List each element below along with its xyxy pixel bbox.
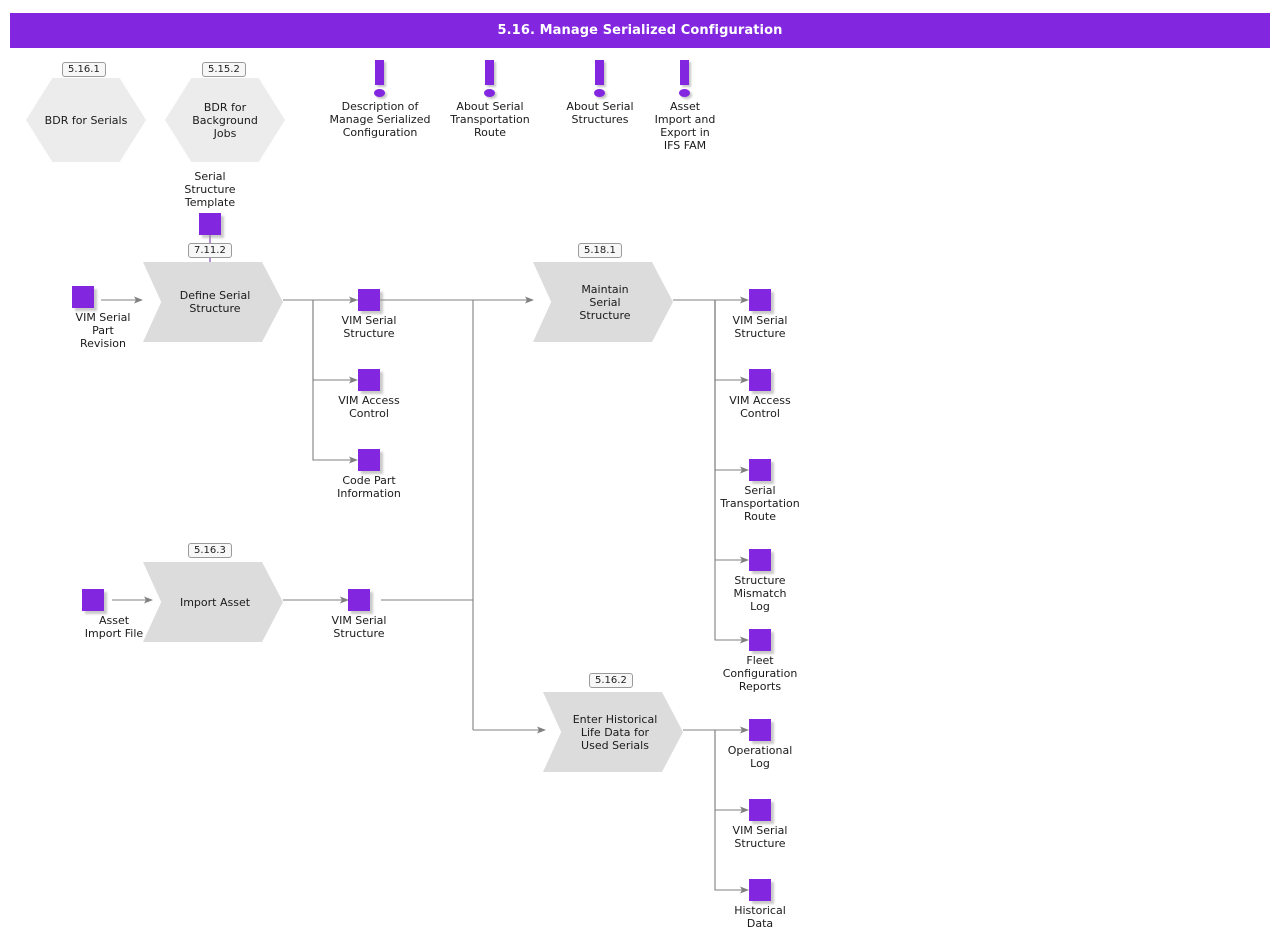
info-label: Description of Manage Serialized Configu… xyxy=(329,100,431,139)
data-object-historical-out-operational-log[interactable]: Operational Log xyxy=(705,719,815,770)
data-object-maintain-out-serial-transportation-route[interactable]: Serial Transportation Route xyxy=(705,459,815,523)
data-object-square xyxy=(82,589,104,611)
info-node-transport-route[interactable]: About Serial Transportation Route xyxy=(430,60,550,139)
chevron-shape: Maintain Serial Structure xyxy=(533,262,673,342)
data-object-square xyxy=(749,369,771,391)
data-object-square xyxy=(358,289,380,311)
data-object-square xyxy=(72,286,94,308)
data-object-historical-out-historical-data[interactable]: Historical Data xyxy=(705,879,815,930)
bdr-node-background-jobs[interactable]: BDR for Background Jobs xyxy=(165,78,285,162)
data-object-label: Code Part Information xyxy=(337,474,401,500)
data-object-label: VIM Serial Part Revision xyxy=(75,311,131,350)
data-object-maintain-out-vim-access-control[interactable]: VIM Access Control xyxy=(705,369,815,420)
data-object-label: VIM Access Control xyxy=(729,394,791,420)
chevron-shape: Define Serial Structure xyxy=(143,262,283,342)
exclamation-icon xyxy=(374,60,386,98)
data-object-label: Asset Import File xyxy=(84,614,144,640)
code-chip-5-18-1[interactable]: 5.18.1 xyxy=(578,243,622,258)
exclamation-icon xyxy=(594,60,606,98)
data-object-label: VIM Serial Structure xyxy=(732,824,788,850)
info-label: Asset Import and Export in IFS FAM xyxy=(654,100,716,152)
data-object-label: Structure Mismatch Log xyxy=(733,574,787,613)
info-label: About Serial Structures xyxy=(566,100,634,126)
bdr-node-serials[interactable]: BDR for Serials xyxy=(26,78,146,162)
data-object-maintain-out-vim-serial-structure[interactable]: VIM Serial Structure xyxy=(705,289,815,340)
hexagon-shape: BDR for Background Jobs xyxy=(165,78,285,162)
bdr-label: BDR for Serials xyxy=(44,113,128,127)
exclamation-dot xyxy=(679,89,690,97)
data-object-label: Serial Transportation Route xyxy=(720,484,800,523)
data-object-maintain-out-structure-mismatch-log[interactable]: Structure Mismatch Log xyxy=(705,549,815,613)
bdr-label: BDR for Background Jobs xyxy=(192,100,258,140)
code-chip-5-16-3[interactable]: 5.16.3 xyxy=(188,543,232,558)
data-object-label: Historical Data xyxy=(734,904,786,930)
code-chip-5-15-2[interactable]: 5.15.2 xyxy=(202,62,246,77)
exclamation-icon xyxy=(484,60,496,98)
info-label: About Serial Transportation Route xyxy=(450,100,530,139)
process-define-serial-structure[interactable]: Define Serial Structure xyxy=(143,262,283,342)
data-object-asset-import-file[interactable]: Asset Import File xyxy=(79,589,149,640)
data-object-label: VIM Serial Structure xyxy=(341,314,397,340)
chevron-shape: Import Asset xyxy=(143,562,283,642)
info-node-description[interactable]: Description of Manage Serialized Configu… xyxy=(320,60,440,139)
exclamation-dot xyxy=(594,89,605,97)
code-chip-5-16-2[interactable]: 5.16.2 xyxy=(589,673,633,688)
data-object-square xyxy=(358,449,380,471)
process-label: Import Asset xyxy=(179,595,251,609)
data-object-square xyxy=(749,549,771,571)
page-title: 5.16. Manage Serialized Configuration xyxy=(497,23,783,38)
data-object-square xyxy=(199,213,221,235)
data-object-square xyxy=(749,289,771,311)
process-label: Define Serial Structure xyxy=(179,289,251,315)
code-chip-5-16-1[interactable]: 5.16.1 xyxy=(62,62,106,77)
exclamation-bar xyxy=(485,60,494,85)
data-object-square xyxy=(348,589,370,611)
data-object-historical-out-vim-serial-structure[interactable]: VIM Serial Structure xyxy=(705,799,815,850)
exclamation-bar xyxy=(680,60,689,85)
hexagon-shape: BDR for Serials xyxy=(26,78,146,162)
data-object-label: Serial Structure Template xyxy=(184,170,236,209)
data-object-label: VIM Access Control xyxy=(338,394,400,420)
exclamation-bar xyxy=(375,60,384,85)
data-object-label: Fleet Configuration Reports xyxy=(722,654,798,693)
data-object-maintain-out-fleet-configuration-reports[interactable]: Fleet Configuration Reports xyxy=(705,629,815,693)
data-object-label: VIM Serial Structure xyxy=(732,314,788,340)
data-object-define-out-vim-serial-structure[interactable]: VIM Serial Structure xyxy=(314,289,424,340)
process-enter-historical-life-data[interactable]: Enter Historical Life Data for Used Seri… xyxy=(543,692,683,772)
process-import-asset[interactable]: Import Asset xyxy=(143,562,283,642)
process-maintain-serial-structure[interactable]: Maintain Serial Structure xyxy=(533,262,673,342)
exclamation-bar xyxy=(595,60,604,85)
chevron-shape: Enter Historical Life Data for Used Seri… xyxy=(543,692,683,772)
data-object-square xyxy=(749,799,771,821)
data-object-define-out-code-part-information[interactable]: Code Part Information xyxy=(314,449,424,500)
data-object-define-out-vim-access-control[interactable]: VIM Access Control xyxy=(314,369,424,420)
exclamation-dot xyxy=(484,89,495,97)
data-object-square xyxy=(749,719,771,741)
process-label: Maintain Serial Structure xyxy=(579,282,631,322)
data-object-vim-serial-part-revision[interactable]: VIM Serial Part Revision xyxy=(68,286,138,350)
exclamation-dot xyxy=(374,89,385,97)
data-object-square xyxy=(749,879,771,901)
info-node-asset-import-export[interactable]: Asset Import and Export in IFS FAM xyxy=(625,60,745,152)
page-title-bar: 5.16. Manage Serialized Configuration xyxy=(10,13,1270,48)
data-object-label: Operational Log xyxy=(727,744,793,770)
data-object-label: VIM Serial Structure xyxy=(331,614,387,640)
info-node-serial-structures[interactable]: About Serial Structures xyxy=(540,60,660,126)
data-object-square xyxy=(749,629,771,651)
data-object-square xyxy=(358,369,380,391)
code-chip-7-11-2[interactable]: 7.11.2 xyxy=(188,243,232,258)
data-object-square xyxy=(749,459,771,481)
data-object-import-out-vim-serial-structure[interactable]: VIM Serial Structure xyxy=(304,589,414,640)
data-object-serial-structure-template[interactable]: Serial Structure Template xyxy=(155,167,265,235)
exclamation-icon xyxy=(679,60,691,98)
process-label: Enter Historical Life Data for Used Seri… xyxy=(572,712,658,752)
